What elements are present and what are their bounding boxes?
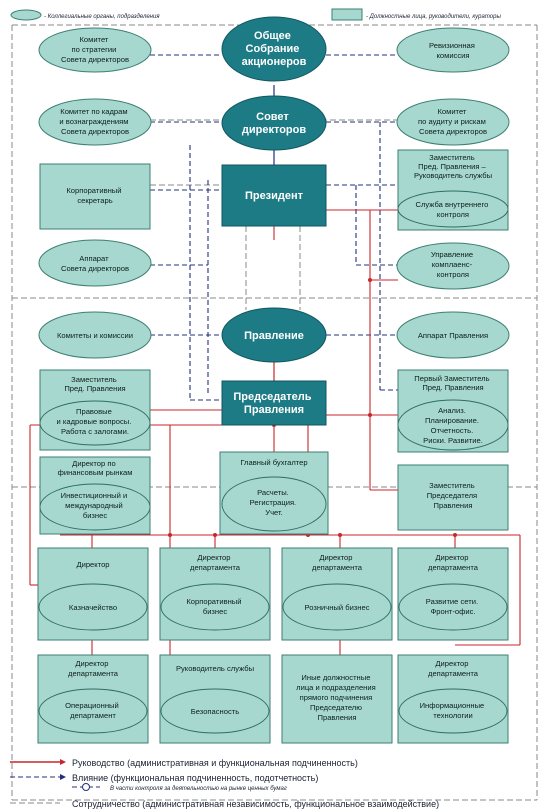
fin-markets-director-text: Директор по финансовым рынкам <box>58 459 133 477</box>
network-text: Развитие сети. Фронт-офис. <box>426 597 480 616</box>
legal-text: Правовые и кадровые вопросы. Работа с за… <box>57 407 134 436</box>
right-column: Ревизионная комиссия Комитет по аудиту и… <box>396 27 510 531</box>
retail-text: Розничный бизнес <box>304 603 369 612</box>
board-of-directors-text: Совет директоров <box>242 111 306 136</box>
treasury-node <box>38 583 148 631</box>
legend-securities-text: В части контроля за деятельностью на рын… <box>110 786 287 792</box>
other-officials-node <box>281 654 393 744</box>
audit-commission-text: Ревизионная комиссия <box>429 41 477 60</box>
it-text: Информационные технологии <box>420 701 487 720</box>
accounting-node <box>221 476 327 532</box>
analysis-text: Анализ. Планирование. Отчетность. Риски.… <box>423 406 483 445</box>
deputy-chairman-node <box>397 464 509 531</box>
center-column: Общее Собрание акционеров Совет директор… <box>219 16 329 535</box>
operations-text: Операционный департамент <box>65 701 121 720</box>
operations-director-text: Директор департамента <box>68 659 119 678</box>
legend-ellipse-swatch <box>10 9 42 21</box>
it-node <box>398 688 508 734</box>
board-apparatus-node <box>38 239 152 287</box>
internal-control-node <box>397 190 509 228</box>
legend-cooperation-text: Сотрудничество (административная независ… <box>72 799 439 809</box>
legend-officials: - Должностные лица, руководители, курато… <box>366 14 501 20</box>
first-deputy-text: Первый Заместитель Пред. Правления <box>414 374 491 392</box>
president-text: Президент <box>245 190 304 202</box>
board-apparatus-text: Аппарат Совета директоров <box>61 254 129 273</box>
legend-management-arrow <box>60 759 66 765</box>
management-board-text: Правление <box>244 330 304 342</box>
investment-node <box>39 483 151 531</box>
audit-committee-node <box>396 98 510 146</box>
committees-text: Комитеты и комиссии <box>57 331 133 340</box>
mgmt-apparatus-text: Аппарат Правления <box>418 331 488 340</box>
treasury-director-text: Директор <box>76 560 109 569</box>
influence-lines <box>150 54 398 401</box>
other-officials-text: Иные должностные лица и подразделения пр… <box>296 673 378 722</box>
treasury-text: Казначейство <box>69 603 117 612</box>
legend-collegial: - Коллегиальные органы, подразделения <box>44 14 160 20</box>
committees-node <box>38 311 152 359</box>
top-legend: - Коллегиальные органы, подразделения - … <box>10 8 501 21</box>
board-of-directors-node <box>221 95 327 151</box>
network-node <box>398 583 508 631</box>
corporate-node <box>160 583 270 631</box>
deputy-legal-text: Заместитель Пред. Правления <box>64 375 125 393</box>
operations-node <box>38 688 148 734</box>
hr-committee-text: Комитет по кадрам и вознаграждениям Сове… <box>59 107 130 136</box>
corporate-director-text: Директор департамента <box>190 553 241 572</box>
analysis-node <box>397 399 509 451</box>
chairman-text: Председатель Правления <box>233 391 314 416</box>
strategy-committee-text: Комитет по стратегии Совета директоров <box>61 35 129 64</box>
security-text: Безопасность <box>191 707 239 716</box>
compliance-node <box>396 242 510 290</box>
retail-node <box>282 583 392 631</box>
investment-text: Инвестиционный и международный бизнес <box>61 491 130 520</box>
chief-accountant-text: Главный бухгалтер <box>240 458 307 467</box>
corporate-secretary-text: Корпоративный секретарь <box>66 186 123 205</box>
corporate-secretary-node <box>39 163 151 230</box>
deputy-internal-text: Заместитель Пред. Правления – Руководите… <box>414 153 492 180</box>
corporate-text: Корпоративный бизнес <box>186 597 243 616</box>
it-director-text: Директор департамента <box>428 659 479 678</box>
security-node <box>160 688 270 734</box>
network-director-text: Директор департамента <box>428 553 479 572</box>
general-meeting-node <box>221 16 327 82</box>
legend-securities-circle <box>82 783 90 791</box>
legal-node <box>39 400 151 446</box>
department-row-2: Директор департамента Операционный депар… <box>37 654 509 744</box>
bottom-legend: Руководство (административная и функцион… <box>10 758 439 809</box>
audit-commission-node <box>396 27 510 73</box>
retail-director-text: Директор департамента <box>312 553 363 572</box>
general-meeting-text: Общее Собрание акционеров <box>242 30 307 68</box>
legend-influence-text: Влияние (функциональная подчиненность, п… <box>72 773 318 783</box>
management-board-node <box>221 307 327 363</box>
department-row-1: Директор Казначейство Директор департаме… <box>37 547 509 641</box>
mgmt-apparatus-node <box>396 311 510 359</box>
strategy-committee-node <box>38 27 152 73</box>
legend-influence-arrow <box>60 774 66 780</box>
legend-rect-swatch <box>331 8 363 21</box>
compliance-text: Управление комплаенс- контроля <box>431 250 475 279</box>
hr-committee-node <box>38 98 152 146</box>
deputy-chairman-text: Заместитель Председателя Правления <box>427 481 480 510</box>
chairman-node <box>221 380 327 426</box>
security-head-text: Руководитель службы <box>176 664 254 673</box>
accounting-text: Расчеты. Регистрация. Учет. <box>250 488 299 517</box>
left-column: Комитет по стратегии Совета директоров К… <box>38 27 152 535</box>
legend-management-text: Руководство (административная и функцион… <box>72 758 358 768</box>
president-node <box>221 164 327 227</box>
audit-committee-text: Комитет по аудиту и рискам Совета директ… <box>418 107 488 136</box>
internal-control-text: Служба внутреннего контроля <box>416 200 491 219</box>
